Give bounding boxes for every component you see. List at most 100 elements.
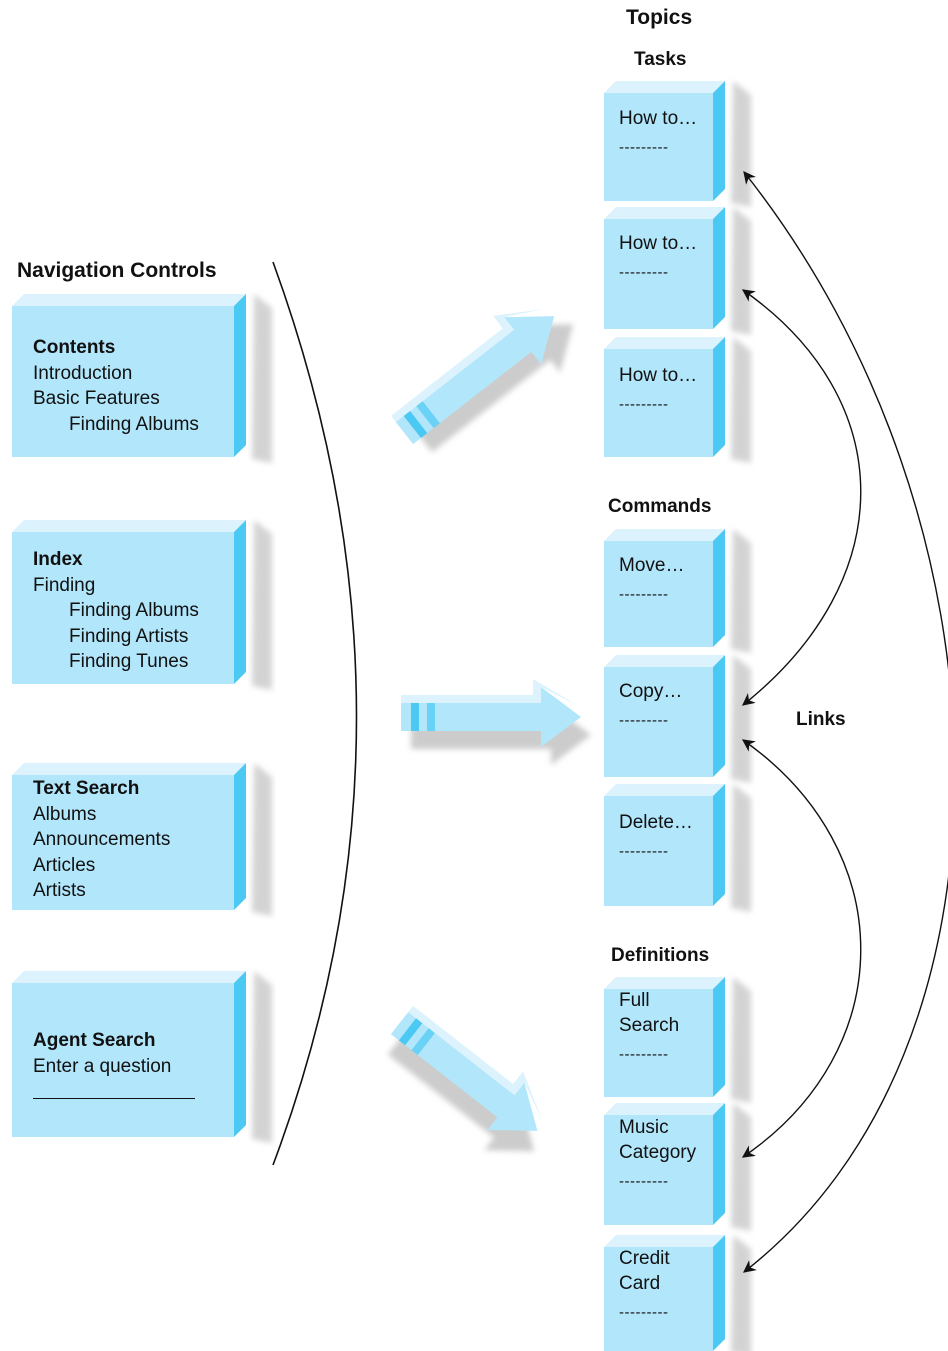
link-tasks-2-copy — [741, 289, 862, 706]
flow-arrow-to-tasks-shadow — [414, 324, 574, 453]
topic-card-how-to-top-face — [604, 337, 725, 349]
group-label-definitions: Definitions — [611, 945, 710, 966]
nav-box-contents-top-face — [12, 294, 246, 306]
topic-card-title: Copy… — [619, 681, 683, 702]
topic-card-move-front-face — [604, 541, 713, 647]
group-label-commands: Commands — [608, 496, 712, 517]
nav-item[interactable]: Finding Albums — [69, 413, 199, 435]
nav-item[interactable]: Finding — [33, 574, 96, 596]
flow-arrow-to-commands-body — [401, 687, 581, 747]
topic-card-move[interactable]: Move…--------- — [604, 529, 725, 647]
flow-arrow-to-definitions — [387, 1005, 542, 1152]
nav-item[interactable]: Introduction — [33, 362, 133, 384]
topic-card-credit-card-top-face — [604, 1235, 725, 1247]
nav-box-text-search-title: Text Search — [33, 778, 140, 799]
topic-card-how-to-side-face — [713, 81, 725, 201]
topic-card-credit-card-shadow — [731, 1235, 751, 1351]
nav-item[interactable]: Finding Artists — [69, 625, 189, 647]
nav-item[interactable]: Finding Albums — [69, 600, 199, 621]
topic-card-move-content: Move…--------- — [619, 553, 684, 607]
nav-box-agent-search-title: Agent Search — [33, 1030, 156, 1051]
flow-arrow-to-definitions-stripe — [398, 1018, 423, 1046]
topic-card-placeholder: --------- — [619, 843, 669, 860]
topic-card-how-to-content: How to…--------- — [619, 231, 697, 285]
nav-box-index-top-face — [12, 520, 246, 532]
nav-box-contents-side-face — [234, 294, 246, 457]
topic-card-full-search-side-face — [713, 977, 725, 1097]
topic-card-how-to-shadow — [731, 337, 751, 463]
topic-card-how-to-side-face — [713, 207, 725, 329]
nav-item[interactable]: Articles — [33, 854, 96, 876]
topic-card-full-search-front-face — [604, 989, 713, 1097]
nav-box-index-shadow — [252, 520, 272, 690]
topic-card-title: How to… — [619, 108, 698, 129]
topic-card-copy-content: Copy…--------- — [619, 679, 682, 733]
topic-card-copy-shadow — [731, 655, 751, 783]
nav-item[interactable]: Finding Tunes — [69, 651, 189, 672]
nav-box-contents-front-face — [12, 306, 234, 457]
topic-card-title: Category — [619, 1142, 697, 1163]
nav-box-agent-search-front-face — [12, 983, 234, 1137]
topic-card-title: Credit — [619, 1248, 670, 1269]
flow-arrow-to-tasks — [390, 309, 574, 453]
flow-arrow-to-commands-top — [401, 679, 577, 705]
nav-item[interactable]: Announcements — [33, 829, 171, 850]
topic-card-how-to-top-face — [604, 207, 725, 219]
topic-card-delete-shadow — [731, 784, 751, 912]
flow-arrow-to-tasks-body — [395, 316, 555, 445]
nav-item[interactable]: Albums — [33, 803, 97, 825]
topic-card-how-to-shadow — [731, 207, 751, 335]
question-input-line[interactable] — [33, 1098, 195, 1099]
topic-card-delete[interactable]: Delete…--------- — [604, 784, 725, 906]
nav-box-contents-title: Contents — [33, 337, 116, 358]
topic-card-how-to-shadow — [731, 81, 751, 207]
topic-card-copy-side-face — [713, 655, 725, 777]
nav-box-index-front-face — [12, 532, 234, 684]
topic-card-how-to-front-face — [604, 349, 713, 457]
topic-card-copy[interactable]: Copy…--------- — [604, 655, 725, 777]
topic-card-how-to-front-face — [604, 219, 713, 329]
nav-box-index-side-face — [234, 520, 246, 684]
nav-box-index-title: Index — [33, 549, 83, 570]
topic-card-title: Move… — [619, 555, 685, 576]
flow-arrow-to-commands-stripe — [411, 703, 419, 731]
nav-box-contents-shadow — [252, 294, 272, 463]
topic-card-music-category-side-face — [713, 1103, 725, 1225]
topic-card-how-to-side-face — [713, 337, 725, 457]
flow-arrows — [387, 309, 591, 1152]
topic-card-credit-card-side-face — [713, 1235, 725, 1351]
nav-item[interactable]: Basic Features — [33, 388, 160, 409]
topic-card-move-shadow — [731, 529, 751, 653]
topic-card-how-to[interactable]: How to…--------- — [604, 207, 725, 329]
topic-card-copy-front-face — [604, 667, 713, 777]
topic-card-title: Music — [619, 1117, 669, 1138]
topic-card-how-to-content: How to…--------- — [619, 363, 697, 417]
topic-card-how-to[interactable]: How to… --------- — [604, 81, 725, 201]
topic-card-placeholder: --------- — [619, 139, 669, 156]
topic-card-full-search-shadow — [731, 977, 751, 1103]
topic-card-copy-top-face — [604, 655, 725, 667]
flow-arrow-to-tasks-stripe — [403, 411, 428, 439]
nav-item[interactable]: Enter a question — [33, 1055, 172, 1077]
topic-card-how-to-content: How to… --------- — [619, 106, 697, 160]
nav-box-text-search-top-face — [12, 763, 246, 775]
nav-item[interactable]: Artists — [33, 880, 86, 901]
topic-card-music-category-top-face — [604, 1103, 725, 1115]
topic-card-delete-front-face — [604, 796, 713, 906]
topic-card-how-to[interactable]: How to…--------- — [604, 337, 725, 457]
flow-arrow-to-commands-shadow — [411, 705, 591, 765]
flow-arrow-to-definitions-top — [408, 1005, 542, 1119]
